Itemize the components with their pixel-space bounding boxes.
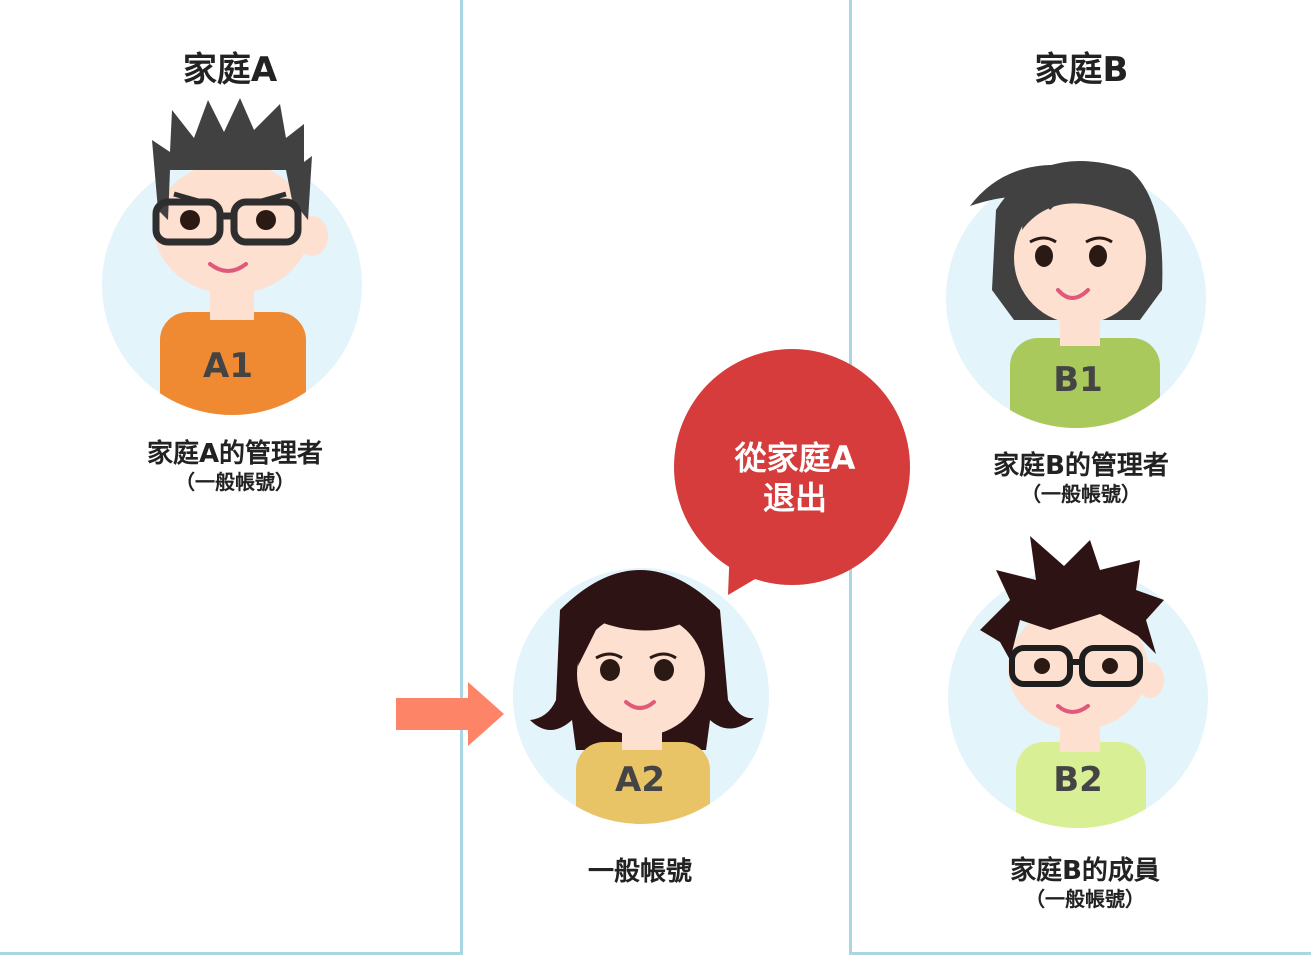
shirt-a2 — [576, 742, 710, 824]
member-b2-account: （一般帳號） — [1025, 887, 1145, 911]
shirt-a1 — [160, 312, 306, 415]
member-a1-label: 家庭A的管理者 （一般帳號） — [110, 438, 360, 494]
shirt-b2 — [1016, 742, 1146, 828]
bubble-text: 從家庭A 退出 — [700, 438, 890, 518]
family-a-title: 家庭A — [182, 50, 278, 90]
speech-bubble — [674, 349, 910, 595]
badge-a2: A2 — [615, 760, 665, 800]
avatar-b1 — [946, 161, 1206, 428]
member-b1-account: （一般帳號） — [1021, 482, 1141, 506]
avatar-a2 — [513, 568, 769, 824]
bubble-line-2: 退出 — [762, 479, 827, 517]
member-a1-account: （一般帳號） — [175, 470, 295, 494]
badge-a1: A1 — [203, 346, 253, 386]
member-b1-label: 家庭B的管理者 （一般帳號） — [956, 450, 1206, 506]
member-b2-role: 家庭B的成員 — [1010, 856, 1160, 886]
member-a2-label: 一般帳號 — [540, 856, 740, 888]
right-arrow-icon — [396, 682, 504, 746]
shirt-b1 — [1010, 338, 1160, 428]
badge-b2: B2 — [1053, 760, 1103, 800]
member-a2-role: 一般帳號 — [587, 857, 692, 887]
avatar-a1 — [102, 98, 362, 415]
member-b2-label: 家庭B的成員 （一般帳號） — [960, 855, 1210, 911]
member-a1-role: 家庭A的管理者 — [146, 439, 324, 469]
member-b1-role: 家庭B的管理者 — [993, 451, 1169, 481]
bubble-line-1: 從家庭A — [734, 439, 856, 477]
avatar-b2 — [948, 536, 1208, 828]
family-b-title: 家庭B — [1034, 50, 1129, 90]
badge-b1: B1 — [1053, 360, 1103, 400]
